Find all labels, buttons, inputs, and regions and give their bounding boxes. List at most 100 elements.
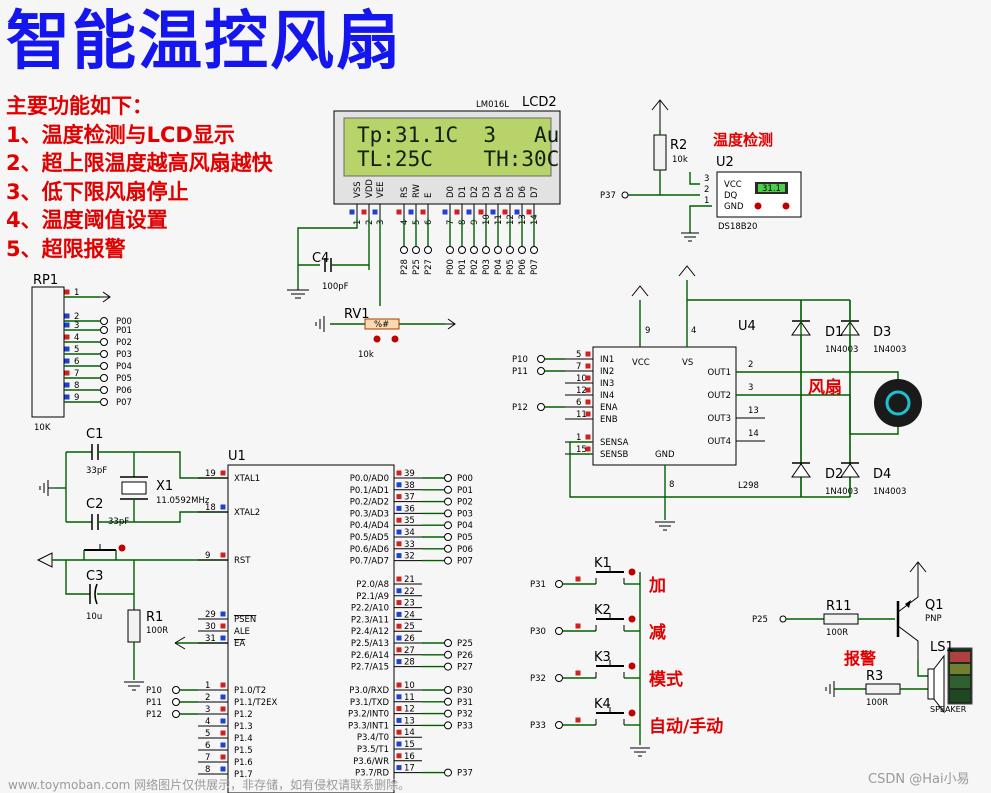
net-terminal[interactable] <box>100 317 108 325</box>
net-terminal[interactable] <box>100 374 108 382</box>
lcd-pin-number: 14 <box>530 214 540 225</box>
key-net-label: P33 <box>530 721 546 731</box>
net-terminal[interactable] <box>444 709 452 718</box>
net-terminal[interactable] <box>444 650 452 659</box>
fan-motor-icon[interactable] <box>801 371 922 435</box>
net-terminal[interactable] <box>444 697 452 706</box>
u1-pin-number: 29 <box>205 610 216 620</box>
net-terminal[interactable] <box>494 246 502 254</box>
u1-net-label: P37 <box>457 769 473 779</box>
u1-pin-name: P0.6/AD6 <box>350 545 389 555</box>
net-terminal[interactable] <box>506 246 514 254</box>
net-terminal[interactable] <box>100 398 108 406</box>
c4-value: 100pF <box>322 282 349 292</box>
net-terminal[interactable] <box>100 338 108 346</box>
net-terminal[interactable] <box>444 686 452 694</box>
u2-decrease-button[interactable] <box>754 202 762 210</box>
net-terminal[interactable] <box>444 533 452 541</box>
u1-net-label: P10 <box>146 686 162 696</box>
r2-resistor[interactable]: R2 10k <box>651 99 688 171</box>
net-terminal[interactable] <box>412 246 420 254</box>
u1-pin-name: P2.3/A11 <box>351 615 389 625</box>
u2-ds18b20[interactable]: VCC DQ GND 3 2 1 31.1 U2 DS18B20 温度检测 <box>704 131 802 232</box>
net-terminal[interactable] <box>537 403 545 411</box>
u1-pin-number: 39 <box>404 469 415 479</box>
net-terminal[interactable] <box>172 698 180 706</box>
key-function-label: 模式 <box>649 669 683 690</box>
net-terminal[interactable] <box>172 686 180 694</box>
net-terminal[interactable] <box>424 246 432 254</box>
net-terminal[interactable] <box>444 544 452 553</box>
net-terminal[interactable] <box>458 246 466 254</box>
u4-pin-number: 11 <box>576 410 587 420</box>
rp1-net-label: P02 <box>116 338 132 348</box>
net-terminal[interactable] <box>555 627 563 635</box>
net-terminal[interactable] <box>444 509 452 518</box>
net-terminal[interactable] <box>444 521 452 530</box>
u4-pin-name: VCC <box>632 358 650 368</box>
net-terminal[interactable] <box>530 246 538 254</box>
net-terminal[interactable] <box>444 556 452 565</box>
net-terminal[interactable] <box>444 474 452 482</box>
net-terminal[interactable] <box>537 355 545 363</box>
lcd-net-label: P05 <box>506 259 516 275</box>
net-terminal[interactable] <box>555 580 563 588</box>
alarm-circuit[interactable]: P25 R11 100R Q1 PNP 报警 R3 100R LS1 SPEAK… <box>752 561 973 714</box>
rp1-reference: RP1 <box>33 273 58 288</box>
net-terminal[interactable] <box>482 246 490 254</box>
u2-net-label: P37 <box>600 191 616 201</box>
u1-pin-name: P0.5/AD5 <box>350 533 389 543</box>
net-terminal[interactable] <box>172 710 180 718</box>
net-terminal[interactable] <box>444 768 452 777</box>
net-terminal[interactable] <box>100 350 108 358</box>
net-terminal[interactable] <box>444 662 452 671</box>
net-terminal[interactable] <box>444 721 452 730</box>
rv1-increase-knob[interactable] <box>391 335 399 343</box>
net-terminal[interactable] <box>555 674 563 682</box>
lcd-pin-number: 2 <box>365 220 375 225</box>
net-terminal[interactable] <box>518 246 526 254</box>
net-terminal[interactable] <box>470 246 478 254</box>
net-terminal[interactable] <box>537 367 545 375</box>
lcd-pin-name: D0 <box>446 186 456 198</box>
feature-item: 3、低下限风扇停止 <box>6 179 189 204</box>
r1-resistor[interactable]: R1 100R <box>124 609 168 691</box>
u1-pin-name: P2.7/A15 <box>351 663 389 673</box>
u1-pin-number: 37 <box>404 493 415 503</box>
rv1-potentiometer[interactable]: %# RV1 10k <box>315 307 456 360</box>
diode-part: 1N4003 <box>873 345 906 355</box>
rv1-decrease-knob[interactable] <box>373 335 381 343</box>
u1-net-label: P00 <box>457 474 473 484</box>
net-terminal[interactable] <box>100 326 108 334</box>
c1-reference: C1 <box>86 427 103 442</box>
net-terminal[interactable] <box>444 485 452 494</box>
net-terminal[interactable] <box>446 246 454 254</box>
reset-button[interactable] <box>83 544 126 560</box>
net-terminal[interactable] <box>100 386 108 394</box>
lcd-line-1: Tp:31.1C 3 Au <box>357 123 559 147</box>
rp1-value: 10K <box>34 423 51 433</box>
lcd-module[interactable]: Tp:31.1C 3 Au TL:25C TH:30C LM016L LCD2 … <box>333 95 561 225</box>
net-terminal[interactable] <box>444 639 452 647</box>
lcd-pin-number: 9 <box>470 220 480 225</box>
u1-pin-number: 12 <box>404 705 415 715</box>
lcd-pin-number: 12 <box>506 214 516 225</box>
u1-pin-name: P1.3 <box>234 722 253 732</box>
net-terminal[interactable] <box>555 721 563 729</box>
net-terminal[interactable] <box>100 362 108 370</box>
net-terminal[interactable] <box>400 246 408 254</box>
x1-crystal[interactable]: X1 11.0592MHz <box>120 452 210 522</box>
u2-increase-button[interactable] <box>782 202 790 210</box>
u1-net-label: P12 <box>146 710 162 720</box>
net-terminal[interactable] <box>444 497 452 506</box>
key-function-label: 减 <box>649 622 666 643</box>
